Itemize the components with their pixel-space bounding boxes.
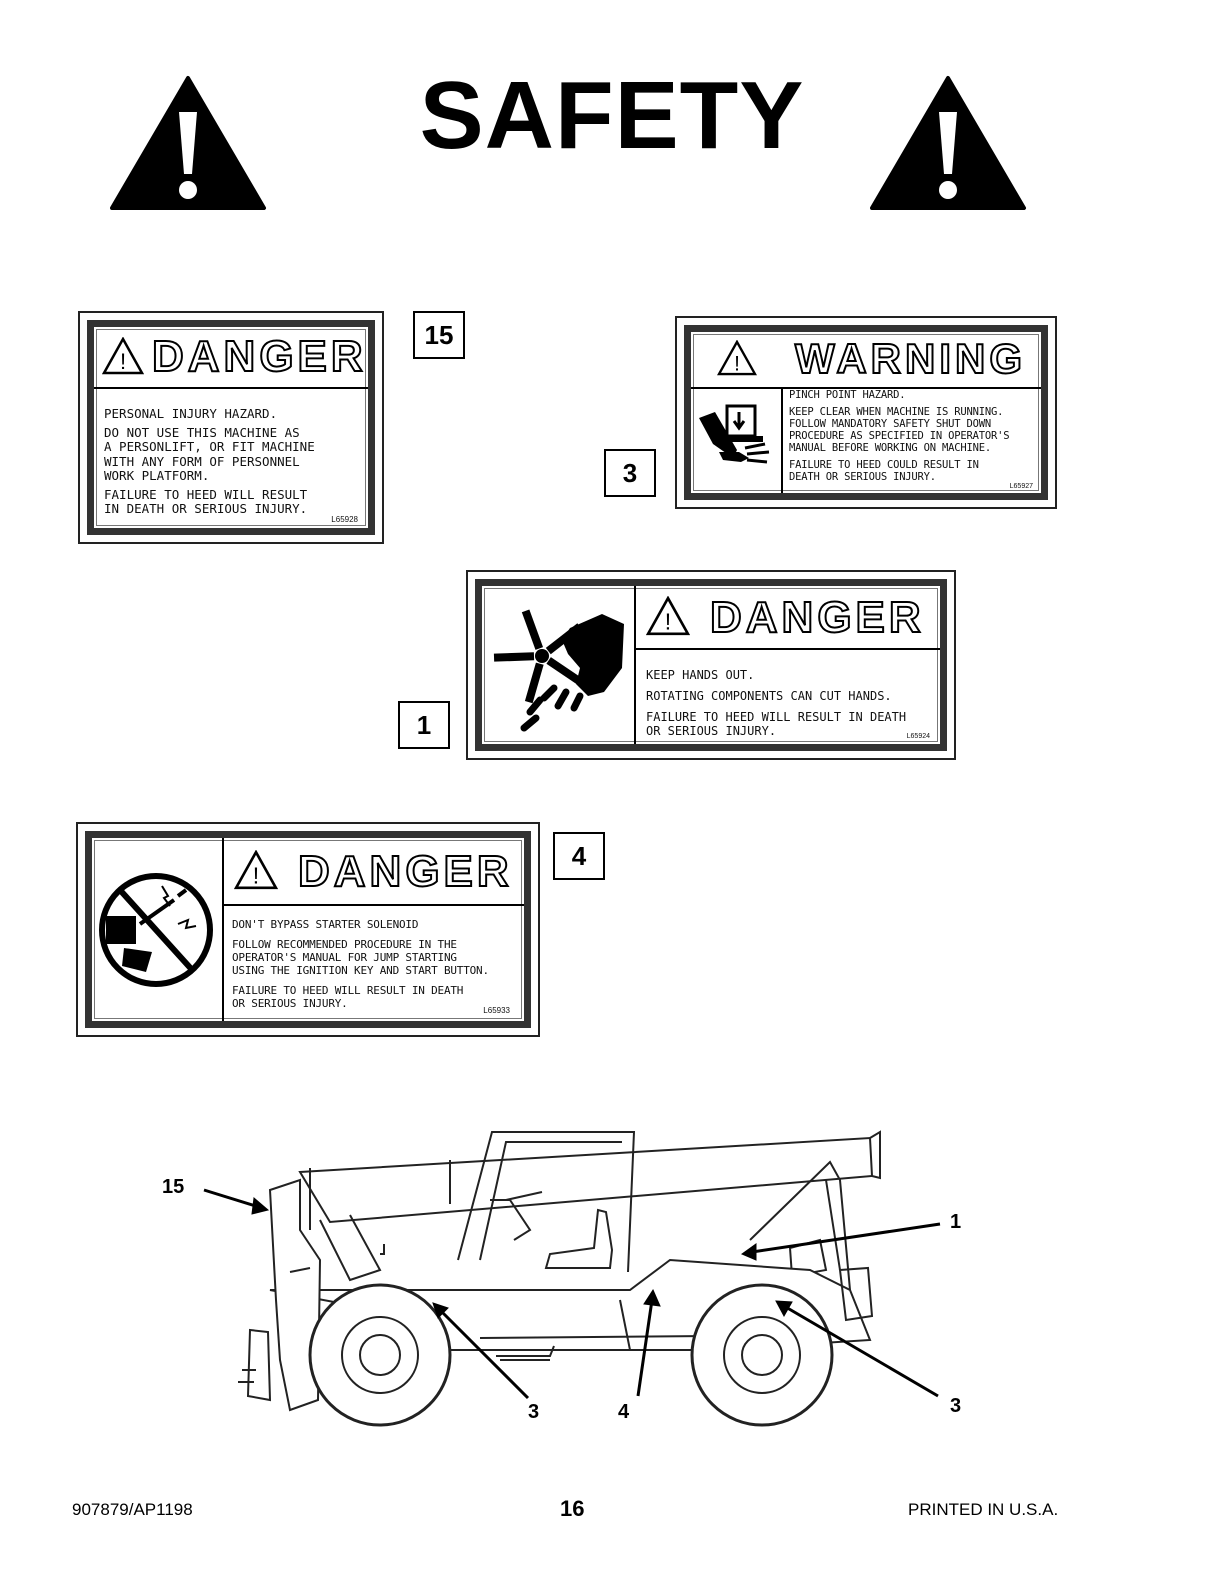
decal-number-3: 3 [604,449,656,497]
decal-line: WITH ANY FORM OF PERSONNEL [104,453,300,469]
warning-triangle-right-icon [870,76,1026,210]
decal-line: FOLLOW MANDATORY SAFETY SHUT DOWN [789,418,992,430]
solenoid-bypass-pictogram [92,838,224,1021]
machine-callout-1: 1 [950,1211,962,1233]
svg-text:!: ! [665,609,671,635]
decal-line: A PERSONLIFT, OR FIT MACHINE [104,439,315,454]
decal-line: DO NOT USE THIS MACHINE AS [104,424,300,440]
decal-line: FAILURE TO HEED WILL RESULT IN DEATH [232,984,464,997]
decal-number-1: 1 [398,701,450,749]
decal-text: DON'T BYPASS STARTER SOLENOID FOLLOW REC… [232,918,489,1010]
machine-callout-4: 4 [618,1401,630,1423]
decal-line: KEEP CLEAR WHEN MACHINE IS RUNNING. [789,406,1004,418]
decal-line: PROCEDURE AS SPECIFIED IN OPERATOR'S [789,430,1010,442]
alert-triangle-icon: ! [717,340,757,375]
decal-keep-hands-out-danger: ! DANGER KEEP HANDS OUT. ROTATING COMPON… [466,570,956,760]
decal-personal-injury-danger: ! DANGER PERSONAL INJURY HAZARD. DO NOT … [78,311,384,544]
decal-line: FOLLOW RECOMMENDED PROCEDURE IN THE [232,938,457,951]
decal-line: DEATH OR SERIOUS INJURY. [789,471,936,483]
machine-callout-3-front: 3 [528,1401,540,1423]
alert-triangle-icon: ! [234,850,278,890]
alert-triangle-icon: ! [102,337,144,375]
decal-text: PERSONAL INJURY HAZARD. DO NOT USE THIS … [104,406,315,517]
telehandler-machine-diagram [203,1130,941,1427]
no-bypass-icon [99,873,213,987]
machine-callout-15: 15 [162,1176,185,1198]
svg-text:!: ! [734,352,740,375]
decal-pinch-point-warning: ! WARNING PINCH POINT HAZARD. KEEP CLEAR… [675,316,1057,509]
svg-text:!: ! [253,863,259,889]
page-title: SAFETY [419,62,805,169]
decal-line: PINCH POINT HAZARD. [789,389,906,401]
decal-line: KEEP HANDS OUT. [646,668,755,682]
decal-part-code: L65924 [906,733,930,740]
decal-line: WORK PLATFORM. [104,468,210,483]
decal-line: OR SERIOUS INJURY. [232,997,348,1010]
alert-triangle-icon: ! [646,596,690,636]
decal-part-code: L65927 [1009,483,1033,490]
decal-line: IN DEATH OR SERIOUS INJURY. [104,501,308,516]
svg-text:!: ! [120,349,126,374]
decal-header: DANGER [151,332,367,381]
decal-part-code: L65928 [331,515,358,524]
decal-header: DANGER [709,593,925,642]
decal-number-4: 4 [553,832,605,880]
warning-triangle-left-icon [110,76,266,210]
decal-header: DANGER [297,847,513,896]
decal-line: FAILURE TO HEED WILL RESULT IN DEATH [646,710,907,724]
footer-document-number: 907879/AP1198 [72,1500,193,1519]
decal-text: KEEP HANDS OUT. ROTATING COMPONENTS CAN … [646,668,906,738]
page-number: 16 [560,1496,585,1521]
rotating-blade-pictogram [482,586,636,744]
decal-line: FAILURE TO HEED COULD RESULT IN [789,459,979,471]
decal-part-code: L65933 [483,1006,510,1015]
decal-line: MANUAL BEFORE WORKING ON MACHINE. [789,442,992,454]
decal-line: OPERATOR'S MANUAL FOR JUMP STARTING [232,951,457,964]
decal-line: PERSONAL INJURY HAZARD. [104,406,278,421]
decal-line: USING THE IGNITION KEY AND START BUTTON. [232,964,489,977]
decal-line: FAILURE TO HEED WILL RESULT [104,486,308,502]
decal-starter-solenoid-danger: ! DANGER DON'T BYPASS STARTER SOLENOID F… [76,822,540,1037]
pinch-point-pictogram [691,387,783,493]
machine-callout-3-rear: 3 [950,1395,962,1417]
footer-printed-in: PRINTED IN U.S.A. [908,1500,1059,1519]
decal-header: WARNING [794,335,1026,382]
decal-text: PINCH POINT HAZARD. KEEP CLEAR WHEN MACH… [789,389,1010,483]
pinch-hand-icon [699,404,770,464]
fan-hand-icon [493,609,624,732]
decal-line: OR SERIOUS INJURY. [646,724,777,738]
decal-number-15: 15 [413,311,465,359]
decal-line: ROTATING COMPONENTS CAN CUT HANDS. [646,689,892,703]
decal-line: DON'T BYPASS STARTER SOLENOID [232,918,419,931]
